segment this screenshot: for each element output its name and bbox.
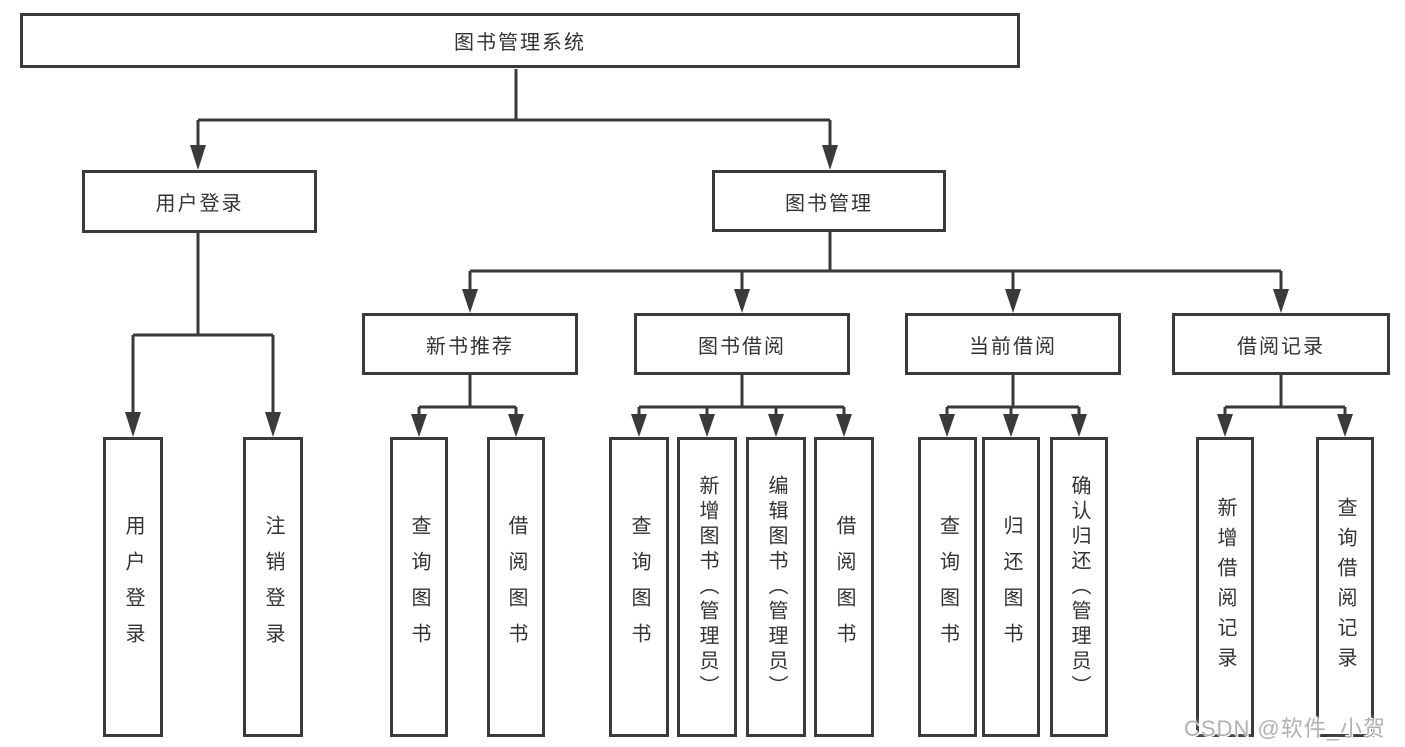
leaf-add-books-admin: 新增图书（管理员） <box>677 437 737 737</box>
node-borrowing-records: 借阅记录 <box>1172 313 1390 375</box>
leaf-borrow-books: 借阅图书 <box>814 437 874 737</box>
leaf-query-books-current: 查询图书 <box>918 437 977 737</box>
node-book-management: 图书管理 <box>712 170 946 232</box>
leaf-query-books-borrowing: 查询图书 <box>609 437 669 737</box>
node-current-borrowing: 当前借阅 <box>905 313 1121 375</box>
node-user-login: 用户登录 <box>82 170 317 233</box>
leaf-edit-books-admin: 编辑图书（管理员） <box>746 437 806 737</box>
csdn-watermark: CSDN @软件_小贺同学 <box>1184 716 1387 741</box>
leaf-add-borrow-record: 新增借阅记录 <box>1196 437 1254 737</box>
arrowhead-icons <box>125 145 1353 437</box>
leaf-return-books: 归还图书 <box>982 437 1040 737</box>
leaf-query-borrow-record: 查询借阅记录 <box>1316 437 1374 737</box>
leaf-user-login: 用户登录 <box>103 437 163 737</box>
leaf-borrow-books-recommend: 借阅图书 <box>487 437 545 737</box>
node-book-borrowing: 图书借阅 <box>634 313 850 375</box>
node-library-management-system: 图书管理系统 <box>20 13 1020 68</box>
leaf-confirm-return-admin: 确认归还（管理员） <box>1050 437 1108 737</box>
leaf-logout: 注销登录 <box>243 437 303 737</box>
leaf-query-books-recommend: 查询图书 <box>390 437 448 737</box>
node-new-book-recommend: 新书推荐 <box>362 313 578 375</box>
